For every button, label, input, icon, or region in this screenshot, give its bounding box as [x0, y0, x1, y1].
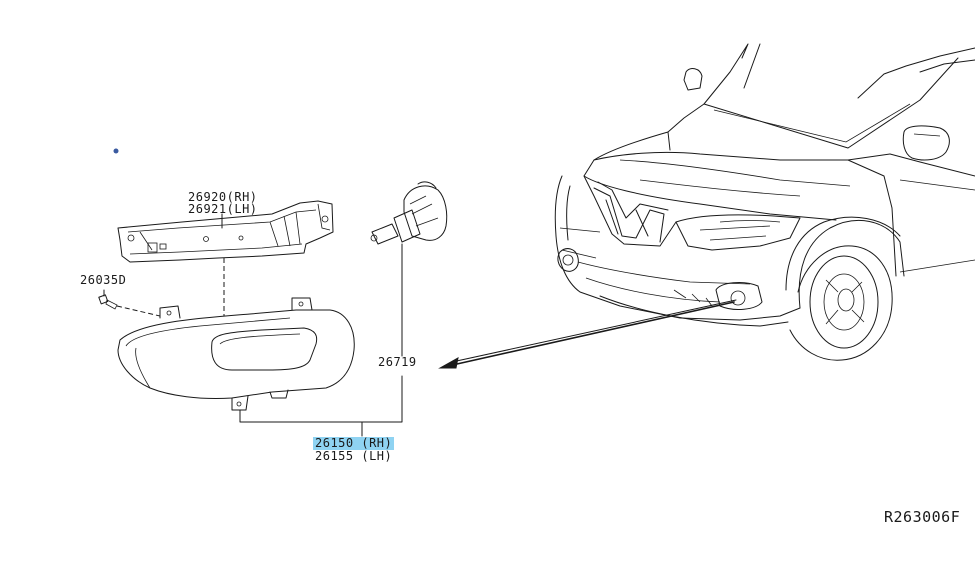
location-arrow: [447, 301, 735, 367]
fog-lamp-bracket[interactable]: [117, 200, 334, 263]
fog-lamp-bulb[interactable]: [370, 181, 448, 245]
vehicle-illustration: [554, 43, 975, 361]
screw-part[interactable]: [98, 294, 161, 317]
screw-label[interactable]: 26035D: [80, 273, 127, 287]
diagram-reference-code: R263006F: [884, 508, 961, 526]
fog-lamp-assembly[interactable]: [117, 297, 355, 411]
lamp-rh-label[interactable]: 26150 (RH): [313, 436, 395, 450]
bulb-label[interactable]: 26719: [378, 355, 417, 369]
marker-dot: [113, 148, 119, 154]
bracket-lh-label[interactable]: 26921(LH): [188, 202, 258, 216]
bracket-rh-label[interactable]: 26920(RH): [188, 190, 258, 204]
lamp-lh-label[interactable]: 26155 (LH): [315, 449, 393, 463]
